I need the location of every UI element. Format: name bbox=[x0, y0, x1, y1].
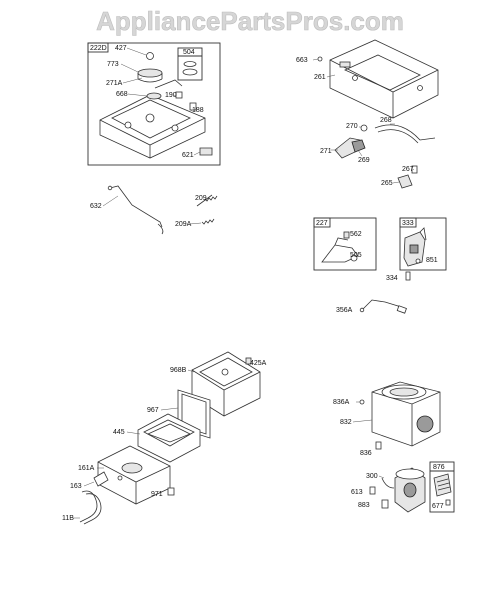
box-227-label: 227 bbox=[316, 220, 328, 227]
label-209: 209 bbox=[195, 195, 207, 202]
label-832: 832 bbox=[340, 419, 352, 426]
group-throttle: 270 268 271 269 267 265 bbox=[320, 117, 436, 189]
part-425a bbox=[245, 357, 252, 365]
label-269: 269 bbox=[358, 157, 370, 164]
label-851: 851 bbox=[426, 257, 438, 264]
part-270 bbox=[360, 124, 368, 132]
part-851 bbox=[415, 258, 421, 264]
box-333-frame bbox=[399, 217, 447, 271]
group-blower-housing: 836A 832 836 bbox=[333, 381, 441, 457]
label-968b: 968B bbox=[170, 367, 187, 374]
part-883 bbox=[381, 499, 389, 509]
label-261: 261 bbox=[314, 74, 326, 81]
label-268: 268 bbox=[380, 117, 392, 124]
part-505 bbox=[350, 254, 358, 262]
label-209a: 209A bbox=[175, 221, 192, 228]
label-265: 265 bbox=[381, 180, 393, 187]
part-668 bbox=[146, 92, 162, 100]
label-161a: 161A bbox=[78, 465, 95, 472]
part-334 bbox=[405, 271, 411, 281]
part-261 bbox=[329, 39, 439, 119]
label-163: 163 bbox=[70, 483, 82, 490]
part-269 bbox=[351, 139, 366, 153]
part-265 bbox=[397, 174, 413, 189]
box-222d-tag bbox=[87, 42, 109, 53]
label-445: 445 bbox=[113, 429, 125, 436]
label-505: 505 bbox=[350, 252, 362, 259]
label-427: 427 bbox=[115, 45, 127, 52]
label-267: 267 bbox=[402, 166, 414, 173]
part-11b bbox=[79, 490, 98, 523]
part-base-plate bbox=[99, 94, 206, 159]
box-333-label: 333 bbox=[402, 220, 414, 227]
label-300: 300 bbox=[366, 473, 378, 480]
part-632 bbox=[109, 185, 163, 228]
part-190 bbox=[175, 91, 183, 99]
box-222d-frame bbox=[87, 42, 221, 166]
group-air-cleaner: 968B 425A 967 445 161A 163 971 11B bbox=[62, 351, 267, 525]
box-222d-label: 222D bbox=[90, 45, 107, 52]
box-876-label: 876 bbox=[433, 464, 445, 471]
part-209 bbox=[196, 194, 213, 207]
part-504-washer bbox=[183, 61, 197, 67]
part-773 bbox=[137, 68, 163, 78]
label-668: 668 bbox=[116, 91, 128, 98]
group-222d: 222D 504 427 773 271A 668 190 188 621 bbox=[87, 42, 221, 166]
part-227-bracket bbox=[321, 244, 359, 263]
label-677: 677 bbox=[432, 503, 444, 510]
label-663: 663 bbox=[296, 57, 308, 64]
part-836 bbox=[375, 441, 382, 450]
box-876-frame bbox=[429, 461, 455, 513]
label-190: 190 bbox=[165, 92, 177, 99]
part-267 bbox=[411, 165, 418, 174]
label-188: 188 bbox=[192, 107, 204, 114]
part-188 bbox=[189, 102, 197, 111]
part-445 bbox=[137, 413, 201, 463]
box-227-frame bbox=[313, 217, 377, 271]
part-504-spring bbox=[182, 68, 198, 76]
group-227: 227 562 505 bbox=[313, 217, 377, 271]
part-427 bbox=[146, 52, 154, 60]
watermark-text: AppliancePartsPros.com bbox=[96, 6, 404, 36]
label-613: 613 bbox=[351, 489, 363, 496]
label-967: 967 bbox=[147, 407, 159, 414]
label-271a: 271A bbox=[106, 80, 123, 87]
part-209a bbox=[201, 218, 215, 225]
label-562: 562 bbox=[350, 231, 362, 238]
group-356a: 356A bbox=[336, 299, 407, 314]
part-562 bbox=[343, 231, 350, 239]
label-836: 836 bbox=[360, 450, 372, 457]
label-773: 773 bbox=[107, 61, 119, 68]
label-621: 621 bbox=[182, 152, 194, 159]
group-linkage: 632 209 209A bbox=[90, 185, 218, 235]
label-971: 971 bbox=[151, 491, 163, 498]
box-504-frame bbox=[177, 47, 203, 81]
part-971 bbox=[167, 487, 175, 496]
part-663 bbox=[317, 56, 323, 62]
part-836a bbox=[359, 399, 365, 405]
label-425a: 425A bbox=[250, 360, 267, 367]
part-163 bbox=[93, 471, 109, 487]
label-836a: 836A bbox=[333, 399, 350, 406]
label-11b: 11B bbox=[62, 515, 74, 522]
part-613 bbox=[369, 486, 376, 495]
label-334: 334 bbox=[386, 275, 398, 282]
group-333: 333 851 334 bbox=[386, 217, 447, 282]
group-muffler: 300 613 883 876 677 bbox=[351, 461, 455, 513]
box-504-label: 504 bbox=[183, 49, 195, 56]
part-268 bbox=[374, 124, 436, 141]
label-271: 271 bbox=[320, 148, 332, 155]
label-356a: 356A bbox=[336, 307, 353, 314]
label-883: 883 bbox=[358, 502, 370, 509]
group-bracket-261: 663 261 bbox=[296, 39, 439, 119]
part-677 bbox=[445, 499, 451, 506]
label-632: 632 bbox=[90, 203, 102, 210]
label-270: 270 bbox=[346, 123, 358, 130]
part-621 bbox=[199, 147, 213, 156]
